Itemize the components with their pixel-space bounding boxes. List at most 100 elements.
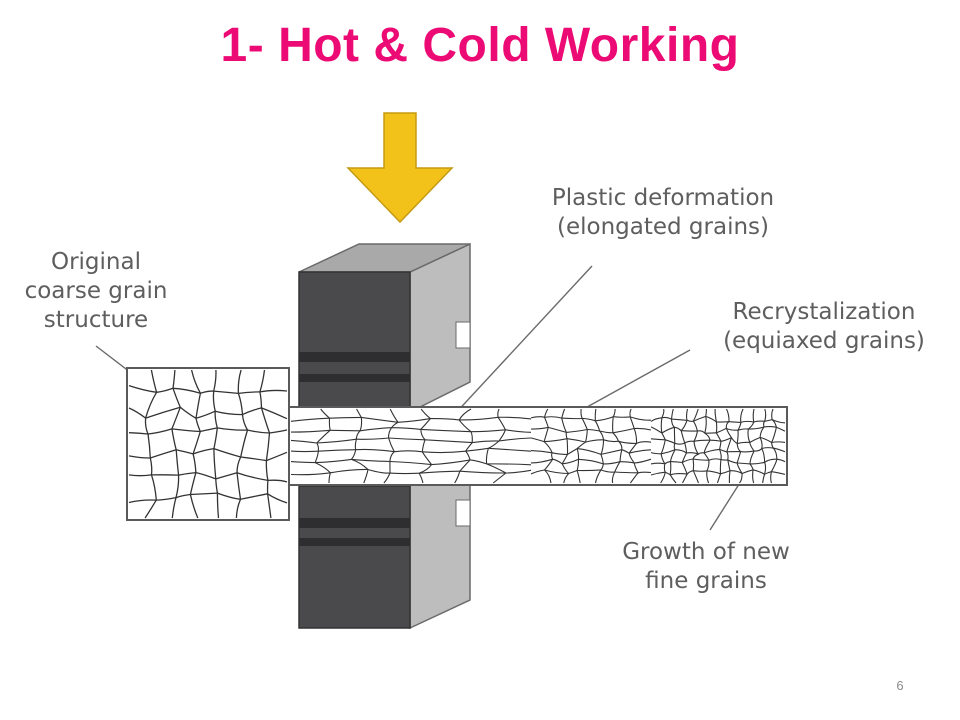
grain-boundary [693,470,707,472]
grain-boundary [359,417,363,431]
grain-boundary [213,448,217,479]
grain-boundary [498,429,506,442]
grain-boundary [749,442,755,452]
grain-boundary [629,472,639,484]
grain-boundary [459,459,471,472]
grain-boundary [485,448,489,464]
grain-boundary [195,418,201,432]
grain-boundary [391,421,399,429]
grain-boundary [763,420,766,428]
grain-boundary [771,419,777,428]
grain-boundary [192,447,214,455]
grain-boundary [213,369,217,392]
grain-boundary [389,451,395,462]
grain-boundary [259,389,288,393]
label-plastic-deformation: Plastic deformation (elongated grains) [520,184,806,242]
grain-boundary [650,417,662,422]
grain-boundary [213,390,239,395]
grain-boundary [551,452,554,460]
grain-boundary [650,462,665,465]
grain-boundary [144,391,158,419]
grain-boundary [544,469,569,475]
grain-boundary [458,408,472,421]
grain-boundary [660,472,666,484]
grain-boundary [705,415,717,423]
label-recrystallization: Recrystalization (equiaxed grains) [704,298,944,356]
grain-boundary [329,416,362,419]
grain-boundary [330,429,361,432]
grain-boundary [763,426,777,428]
grain-boundary [759,437,763,449]
label-line: Plastic deformation [551,185,775,211]
grain-boundary [241,414,249,431]
grain-boundary [577,469,601,472]
grain-boundary [728,470,731,484]
grain-boundary [595,416,614,422]
grain-boundary [235,499,242,519]
grain-boundary [144,418,149,435]
grain-boundary [425,439,473,444]
grain-boundary [684,440,695,444]
grain-boundary [565,432,568,439]
grain-boundary [544,416,562,419]
grain-boundary [259,369,266,393]
grain-boundary [567,448,578,455]
grain-boundary [727,459,731,471]
grain-boundary [585,439,604,443]
grain-boundary [240,456,267,462]
grain-boundary [770,459,778,472]
top-roller [298,242,471,414]
grain-boundary [290,417,330,422]
grain-boundary [582,417,596,422]
label-line: Recrystalization [732,299,916,325]
grain-boundary [498,416,532,420]
grain-boundary [552,452,568,455]
grain-boundary [421,439,426,452]
grain-boundary [175,493,191,499]
grain-boundary [638,471,652,474]
grain-boundary [316,438,357,444]
grain-boundary [247,429,270,434]
grain-boundary [420,428,472,433]
grain-boundary [629,408,632,417]
grain-boundary [693,430,698,442]
grain-boundary [217,427,248,431]
grain-boundary [172,388,181,408]
grain-boundary [611,471,616,484]
grain-boundary [729,470,743,474]
grain-boundary [770,471,772,484]
grain-boundary [710,439,722,442]
grain-boundary [543,441,553,454]
grain-boundary [681,452,687,463]
grain-boundary [544,438,568,443]
grain-boundary [697,430,706,434]
grain-boundary [674,449,687,454]
grain-boundary [470,431,473,443]
grain-boundary [149,457,153,475]
grain-boundary [741,469,754,475]
grain-boundary [764,419,773,422]
grain-boundary [719,441,722,450]
grain-boundary [259,391,263,408]
grain-boundary [669,461,672,475]
grain-boundary [749,461,765,465]
grain-boundary [680,430,686,444]
grain-boundary [599,430,605,440]
grain-boundary [762,474,766,484]
grain-boundary [727,459,738,464]
grain-boundary [150,474,157,501]
grain-boundary [128,407,146,419]
grain-boundary [172,369,176,389]
grain-boundary [544,458,554,471]
grain-boundary [587,428,600,432]
grain-boundary [612,427,635,434]
grain-boundary [561,417,567,433]
grain-boundary [720,437,732,442]
grain-boundary [749,436,761,443]
label-line: (elongated grains) [556,214,769,240]
grain-boundary [578,458,604,465]
grain-boundary [328,418,331,431]
grain-boundary [594,420,601,432]
grain-boundary [176,449,194,455]
